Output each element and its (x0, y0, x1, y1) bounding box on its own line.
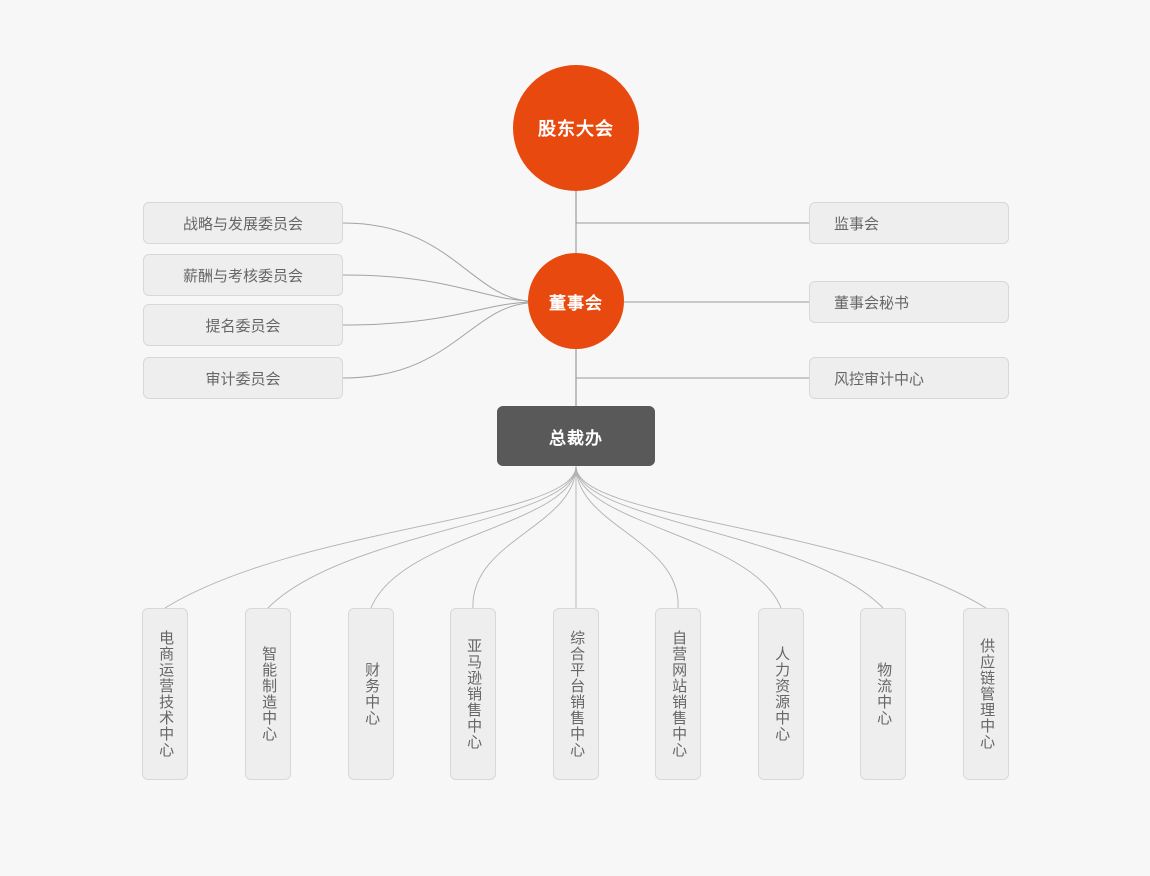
node-department-platform-sales[interactable]: 综合平台销售中心 (553, 608, 599, 780)
node-department-human-resources[interactable]: 人力资源中心 (758, 608, 804, 780)
department-label: 财务中心 (363, 662, 381, 726)
link-dept-2 (370, 465, 577, 609)
link-dept-7 (575, 465, 884, 609)
node-board-secretary[interactable]: 董事会秘书 (809, 281, 1009, 323)
link-dept-8 (575, 465, 987, 609)
node-board-of-directors[interactable]: 董事会 (528, 253, 624, 349)
department-label: 智能制造中心 (260, 646, 278, 742)
department-label: 供应链管理中心 (978, 638, 996, 750)
link-dept-6 (575, 465, 782, 609)
department-label: 综合平台销售中心 (568, 630, 586, 758)
node-department-finance[interactable]: 财务中心 (348, 608, 394, 780)
link-committee-1 (342, 274, 529, 302)
node-department-amazon-sales[interactable]: 亚马逊销售中心 (450, 608, 496, 780)
link-dept-3 (472, 465, 577, 609)
department-label: 人力资源中心 (773, 646, 791, 742)
department-label: 自营网站销售中心 (670, 630, 688, 758)
link-dept-5 (575, 465, 679, 609)
node-committee-audit[interactable]: 审计委员会 (143, 357, 343, 399)
link-committee-0 (342, 222, 529, 302)
link-dept-0 (164, 465, 577, 609)
node-risk-control-audit-center[interactable]: 风控审计中心 (809, 357, 1009, 399)
node-committee-nomination[interactable]: 提名委员会 (143, 304, 343, 346)
node-department-supply-chain[interactable]: 供应链管理中心 (963, 608, 1009, 780)
department-label: 电商运营技术中心 (157, 630, 175, 758)
node-shareholders-meeting[interactable]: 股东大会 (513, 65, 639, 191)
node-department-ecommerce-tech[interactable]: 电商运营技术中心 (142, 608, 188, 780)
node-committee-compensation-appraisal[interactable]: 薪酬与考核委员会 (143, 254, 343, 296)
link-dept-1 (267, 465, 577, 609)
node-supervisory-board[interactable]: 监事会 (809, 202, 1009, 244)
node-department-smart-manufacturing[interactable]: 智能制造中心 (245, 608, 291, 780)
link-committee-3 (342, 302, 529, 379)
link-committee-2 (342, 301, 529, 326)
node-committee-strategy-development[interactable]: 战略与发展委员会 (143, 202, 343, 244)
department-label: 亚马逊销售中心 (465, 638, 483, 750)
node-president-office[interactable]: 总裁办 (497, 406, 655, 466)
node-department-owned-website-sales[interactable]: 自营网站销售中心 (655, 608, 701, 780)
department-label: 物流中心 (875, 662, 893, 726)
node-department-logistics[interactable]: 物流中心 (860, 608, 906, 780)
